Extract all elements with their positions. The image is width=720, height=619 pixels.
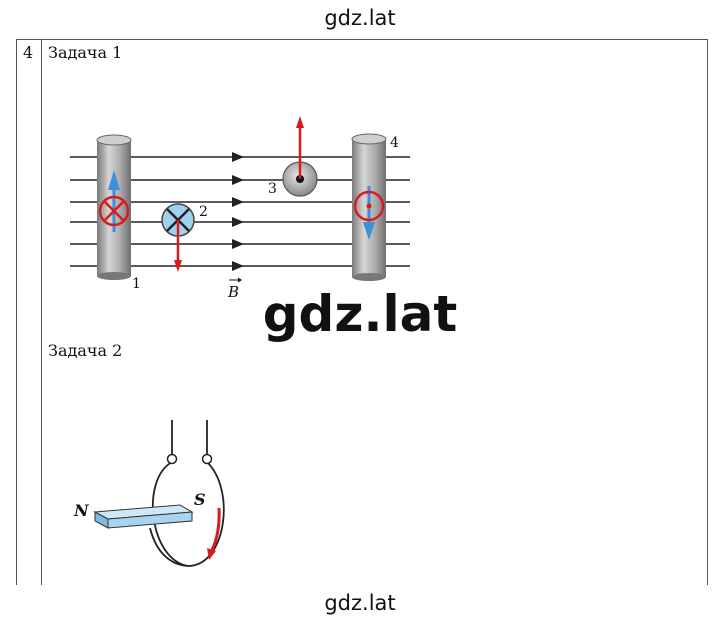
svg-text:B: B (227, 283, 239, 301)
terminal-left-icon (166, 453, 178, 465)
conductor-2: 2 (161, 203, 208, 272)
current-up-arrow-icon (108, 170, 120, 190)
force-up-arrow-icon (296, 116, 304, 128)
cross-symbol-icon (98, 195, 130, 227)
current-down-arrow-icon (363, 222, 375, 240)
row-number: 4 (23, 43, 34, 62)
conductor-4-label: 4 (390, 135, 399, 151)
task1-label: Задача 1 (48, 43, 123, 62)
dot-symbol-icon (353, 190, 385, 222)
field-label: B (227, 277, 242, 301)
bar-magnet: N S (73, 490, 206, 529)
task2-label: Задача 2 (48, 341, 123, 360)
answer-table: 4 Задача 1 Задача 2 (16, 39, 708, 585)
watermark: gdz.lat (262, 285, 458, 343)
conductor-4: 4 (351, 133, 399, 281)
conductor-1-label: 1 (132, 276, 141, 292)
column-divider (41, 40, 42, 585)
magnet-south-label: S (194, 490, 206, 509)
field-arrows (232, 152, 244, 271)
site-footer: gdz.lat (324, 591, 396, 615)
conductor-2-label: 2 (199, 204, 208, 220)
induced-current-arrow (207, 507, 221, 560)
conductor-3-label: 3 (268, 181, 277, 197)
conductor-3: 3 (268, 116, 318, 197)
conductor-1: 1 (96, 134, 141, 292)
magnet-north-label: N (73, 501, 90, 520)
site-header: gdz.lat (324, 6, 396, 30)
force-down-arrow-icon (174, 260, 182, 272)
terminal-right-icon (201, 453, 213, 465)
